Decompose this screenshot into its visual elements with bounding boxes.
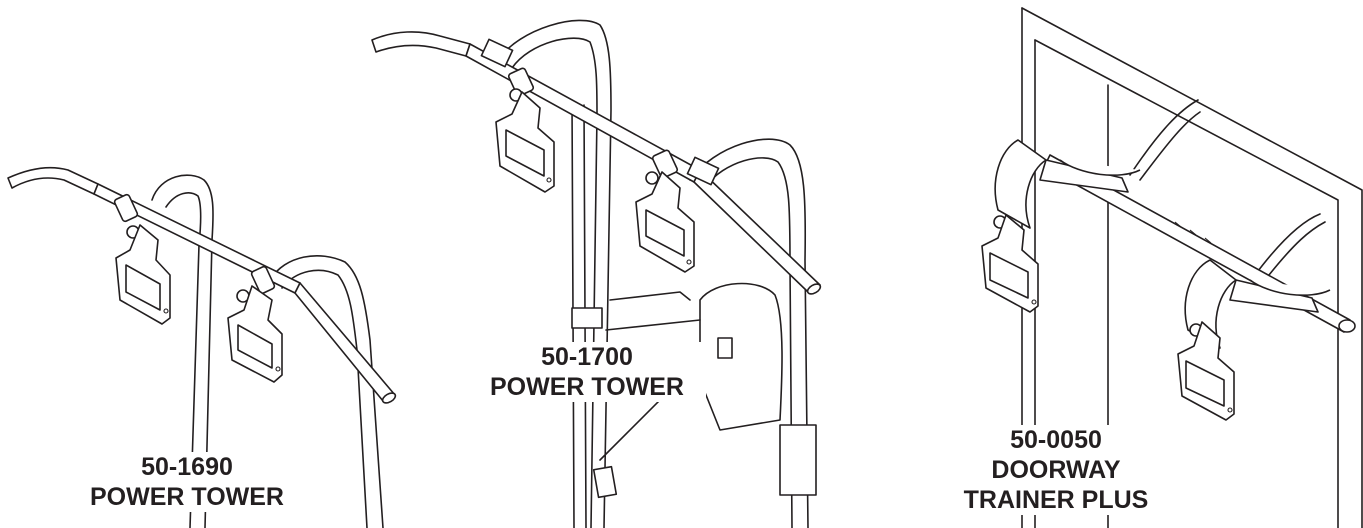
product-name-line-2: TRAINER PLUS <box>963 486 1149 514</box>
label-50-1700: 50-1700 POWER TOWER <box>468 342 706 402</box>
label-50-1690: 50-1690 POWER TOWER <box>52 452 322 512</box>
power-tower-1700-illustration <box>371 19 822 528</box>
product-name: POWER TOWER <box>490 373 684 401</box>
label-50-0050: 50-0050 DOORWAY TRAINER PLUS <box>946 425 1166 515</box>
product-name-line-1: DOORWAY <box>991 456 1121 484</box>
model-number: 50-1700 <box>541 343 633 371</box>
model-number: 50-1690 <box>141 453 233 481</box>
product-name: POWER TOWER <box>90 483 284 511</box>
model-number: 50-0050 <box>1010 426 1102 454</box>
power-tower-1690-illustration <box>7 166 397 528</box>
